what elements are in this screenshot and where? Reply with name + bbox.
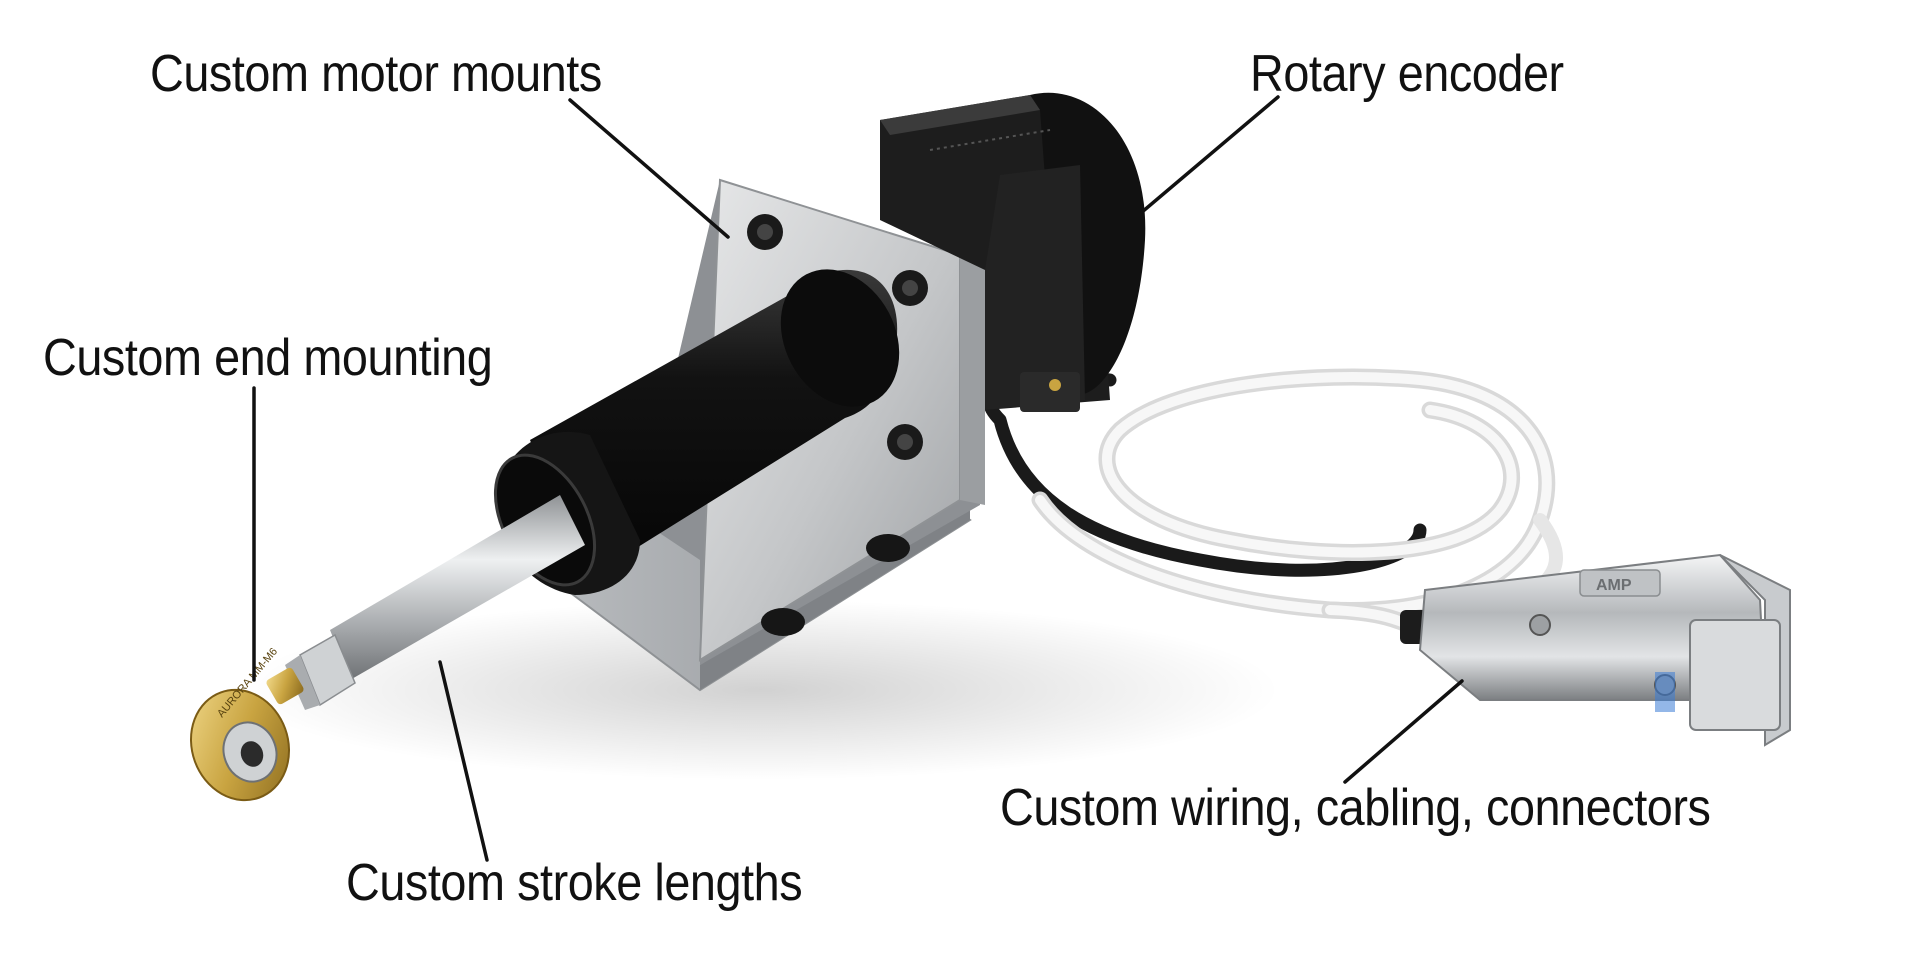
label-custom-stroke-lengths: Custom stroke lengths (346, 854, 803, 912)
db-connector: AMP (1400, 553, 1791, 747)
leader-motor-mounts (568, 98, 730, 239)
label-custom-end-mounting: Custom end mounting (43, 329, 493, 387)
stepper-motor (880, 92, 1146, 412)
label-custom-motor-mounts: Custom motor mounts (150, 45, 602, 103)
actuator-housing (493, 269, 900, 595)
label-custom-wiring: Custom wiring, cabling, connectors (1000, 779, 1711, 837)
leader-lines (252, 95, 1464, 862)
connector-brand: AMP (1596, 577, 1632, 594)
leader-rotary-encoder (1140, 95, 1280, 214)
ground-shadow (240, 600, 1280, 780)
piston-rod (266, 495, 585, 710)
leader-stroke-lengths (438, 660, 489, 862)
leader-wiring (1343, 679, 1464, 784)
label-rotary-encoder: Rotary encoder (1250, 45, 1564, 103)
